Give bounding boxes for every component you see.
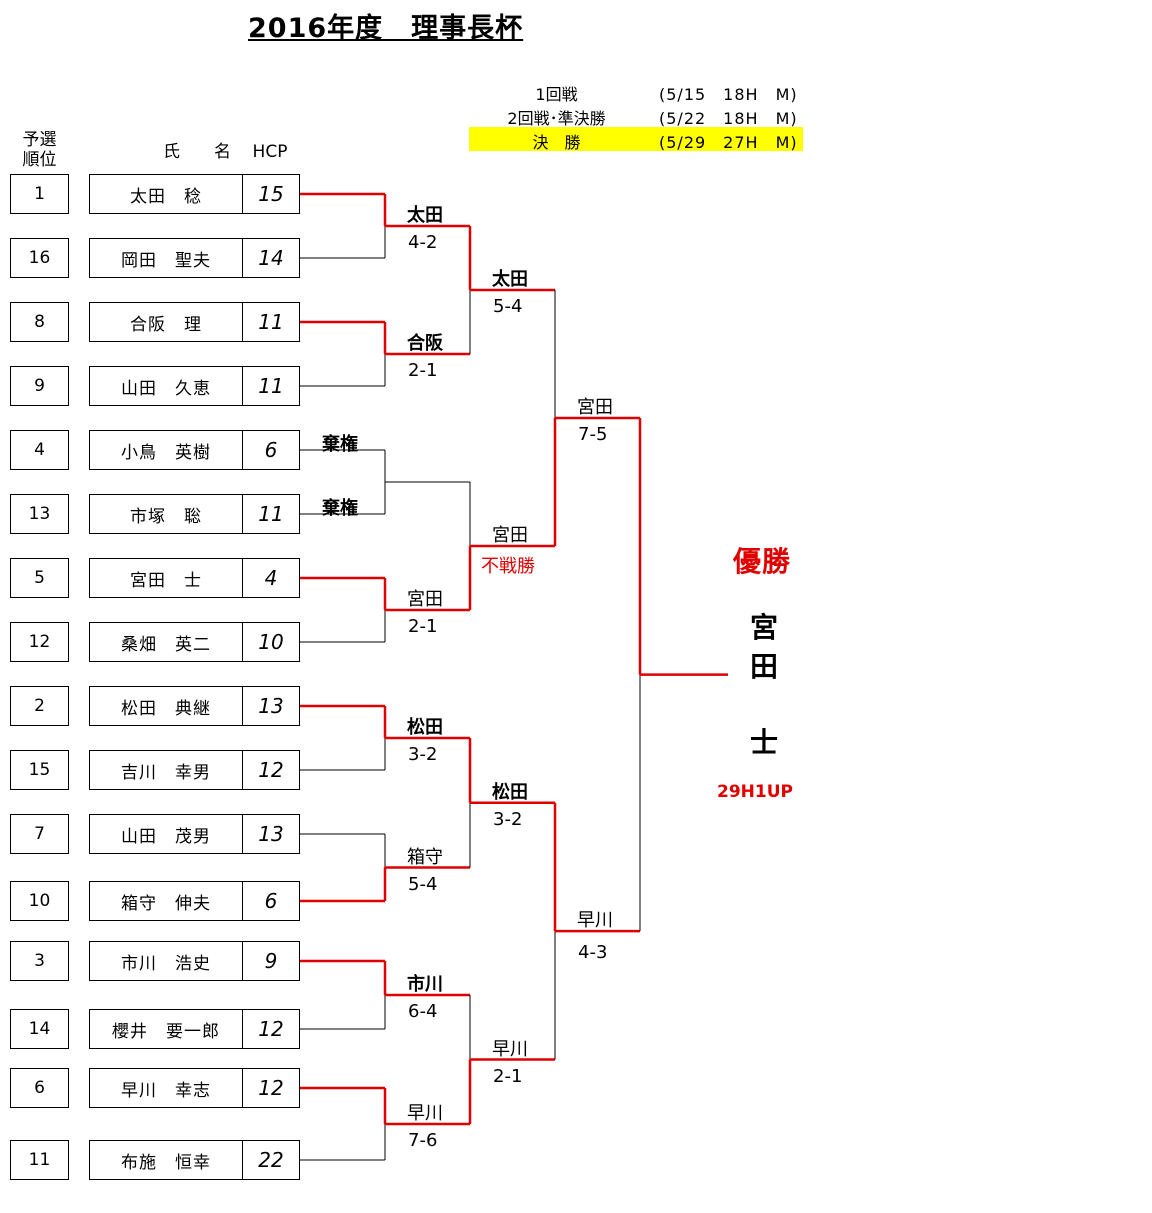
player-rank: 3 bbox=[10, 941, 69, 981]
player-name: 合阪 理 bbox=[89, 302, 243, 342]
player-rank: 11 bbox=[10, 1140, 69, 1180]
player-rank: 16 bbox=[10, 238, 69, 278]
round1-score: 6-4 bbox=[408, 1001, 438, 1022]
semifinal-winner: 宮田 bbox=[577, 397, 613, 418]
player-hcp: 22 bbox=[242, 1140, 300, 1180]
player-rank: 10 bbox=[10, 881, 69, 921]
final-score: 29H1UP bbox=[717, 782, 793, 802]
player-rank: 12 bbox=[10, 622, 69, 662]
schedule-row: 決 勝 (5/29 27H M) bbox=[469, 127, 803, 152]
round1-score: 5-4 bbox=[408, 873, 438, 895]
player-hcp: 13 bbox=[242, 814, 300, 854]
highlight-bar bbox=[469, 127, 803, 151]
player-hcp: 12 bbox=[242, 1068, 300, 1108]
player-hcp: 9 bbox=[242, 941, 300, 981]
schedule-date: (5/22 18H M) bbox=[659, 109, 798, 128]
player-rank: 7 bbox=[10, 814, 69, 854]
round2-score: 2-1 bbox=[493, 1065, 523, 1087]
player-name: 早川 幸志 bbox=[89, 1068, 243, 1108]
player-hcp: 14 bbox=[242, 238, 300, 278]
champion-name-char: 宮 bbox=[750, 611, 779, 644]
round1-winner: 太田 bbox=[407, 205, 443, 226]
round1-score: 7-6 bbox=[408, 1130, 438, 1151]
round1-score: 4-2 bbox=[408, 232, 438, 253]
round2-winner: 宮田 bbox=[492, 525, 528, 546]
player-name: 岡田 聖夫 bbox=[89, 238, 243, 278]
player-name: 桑畑 英二 bbox=[89, 622, 243, 662]
player-name: 市塚 聡 bbox=[89, 494, 243, 534]
player-name: 宮田 士 bbox=[89, 558, 243, 598]
player-rank: 15 bbox=[10, 750, 69, 790]
schedule-round: 2回戦･準決勝 bbox=[507, 109, 606, 128]
header-rank: 予選 順位 bbox=[22, 130, 57, 170]
player-rank: 14 bbox=[10, 1009, 69, 1049]
schedule-row: 1回戦 (5/15 18H M) bbox=[469, 79, 803, 104]
round2-winner: 松田 bbox=[492, 781, 528, 803]
schedule-date: (5/29 27H M) bbox=[659, 133, 798, 152]
player-name: 小鳥 英樹 bbox=[89, 430, 243, 470]
player-name: 太田 稔 bbox=[89, 174, 243, 214]
schedule-row: 2回戦･準決勝 (5/22 18H M) bbox=[469, 103, 803, 128]
round1-score: 2-1 bbox=[408, 616, 438, 637]
player-hcp: 11 bbox=[242, 302, 300, 342]
forfeit-label: 棄権 bbox=[322, 434, 358, 455]
player-rank: 8 bbox=[10, 302, 69, 342]
round1-winner: 松田 bbox=[407, 717, 443, 738]
champion-name-char: 田 bbox=[750, 650, 779, 683]
schedule-round: 1回戦 bbox=[535, 85, 578, 104]
semifinal-score: 4-3 bbox=[578, 942, 608, 964]
schedule-date: (5/15 18H M) bbox=[659, 85, 798, 104]
page-title: 2016年度 理事長杯 bbox=[248, 13, 524, 44]
player-hcp: 11 bbox=[242, 366, 300, 406]
player-name: 山田 茂男 bbox=[89, 814, 243, 854]
player-name: 山田 久恵 bbox=[89, 366, 243, 406]
player-rank: 13 bbox=[10, 494, 69, 534]
player-rank: 9 bbox=[10, 366, 69, 406]
player-hcp: 15 bbox=[242, 174, 300, 214]
round1-winner: 箱守 bbox=[407, 846, 443, 868]
player-hcp: 10 bbox=[242, 622, 300, 662]
round1-winner: 市川 bbox=[407, 974, 443, 995]
player-rank: 6 bbox=[10, 1068, 69, 1108]
player-hcp: 13 bbox=[242, 686, 300, 726]
round1-winner: 宮田 bbox=[407, 589, 443, 610]
round2-winner: 早川 bbox=[492, 1038, 528, 1060]
player-hcp: 11 bbox=[242, 494, 300, 534]
player-rank: 5 bbox=[10, 558, 69, 598]
player-name: 松田 典継 bbox=[89, 686, 243, 726]
semifinal-winner: 早川 bbox=[577, 910, 613, 932]
round1-winner: 早川 bbox=[407, 1103, 443, 1124]
round2-score: 不戦勝 bbox=[481, 556, 535, 577]
round1-score: 3-2 bbox=[408, 744, 438, 765]
player-name: 櫻井 要一郎 bbox=[89, 1009, 243, 1049]
round1-score: 2-1 bbox=[408, 360, 438, 381]
semifinal-score: 7-5 bbox=[578, 424, 608, 445]
player-rank: 4 bbox=[10, 430, 69, 470]
player-name: 吉川 幸男 bbox=[89, 750, 243, 790]
round2-score: 5-4 bbox=[493, 296, 523, 317]
champion-label: 優勝 bbox=[733, 545, 792, 578]
player-rank: 1 bbox=[10, 174, 69, 214]
round2-winner: 太田 bbox=[492, 269, 528, 290]
player-rank: 2 bbox=[10, 686, 69, 726]
header-name: 氏 名 bbox=[163, 142, 231, 162]
round2-score: 3-2 bbox=[493, 808, 523, 830]
player-hcp: 12 bbox=[242, 1009, 300, 1049]
player-hcp: 6 bbox=[242, 430, 300, 470]
round1-winner: 合阪 bbox=[407, 333, 443, 354]
player-hcp: 12 bbox=[242, 750, 300, 790]
player-hcp: 4 bbox=[242, 558, 300, 598]
player-hcp: 6 bbox=[242, 881, 300, 921]
player-name: 箱守 伸夫 bbox=[89, 881, 243, 921]
forfeit-label: 棄権 bbox=[322, 498, 358, 519]
header-hcp: HCP bbox=[252, 142, 288, 162]
player-name: 市川 浩史 bbox=[89, 941, 243, 981]
schedule-round: 決 勝 bbox=[532, 133, 581, 152]
champion-name-char: 士 bbox=[750, 726, 779, 759]
player-name: 布施 恒幸 bbox=[89, 1140, 243, 1180]
